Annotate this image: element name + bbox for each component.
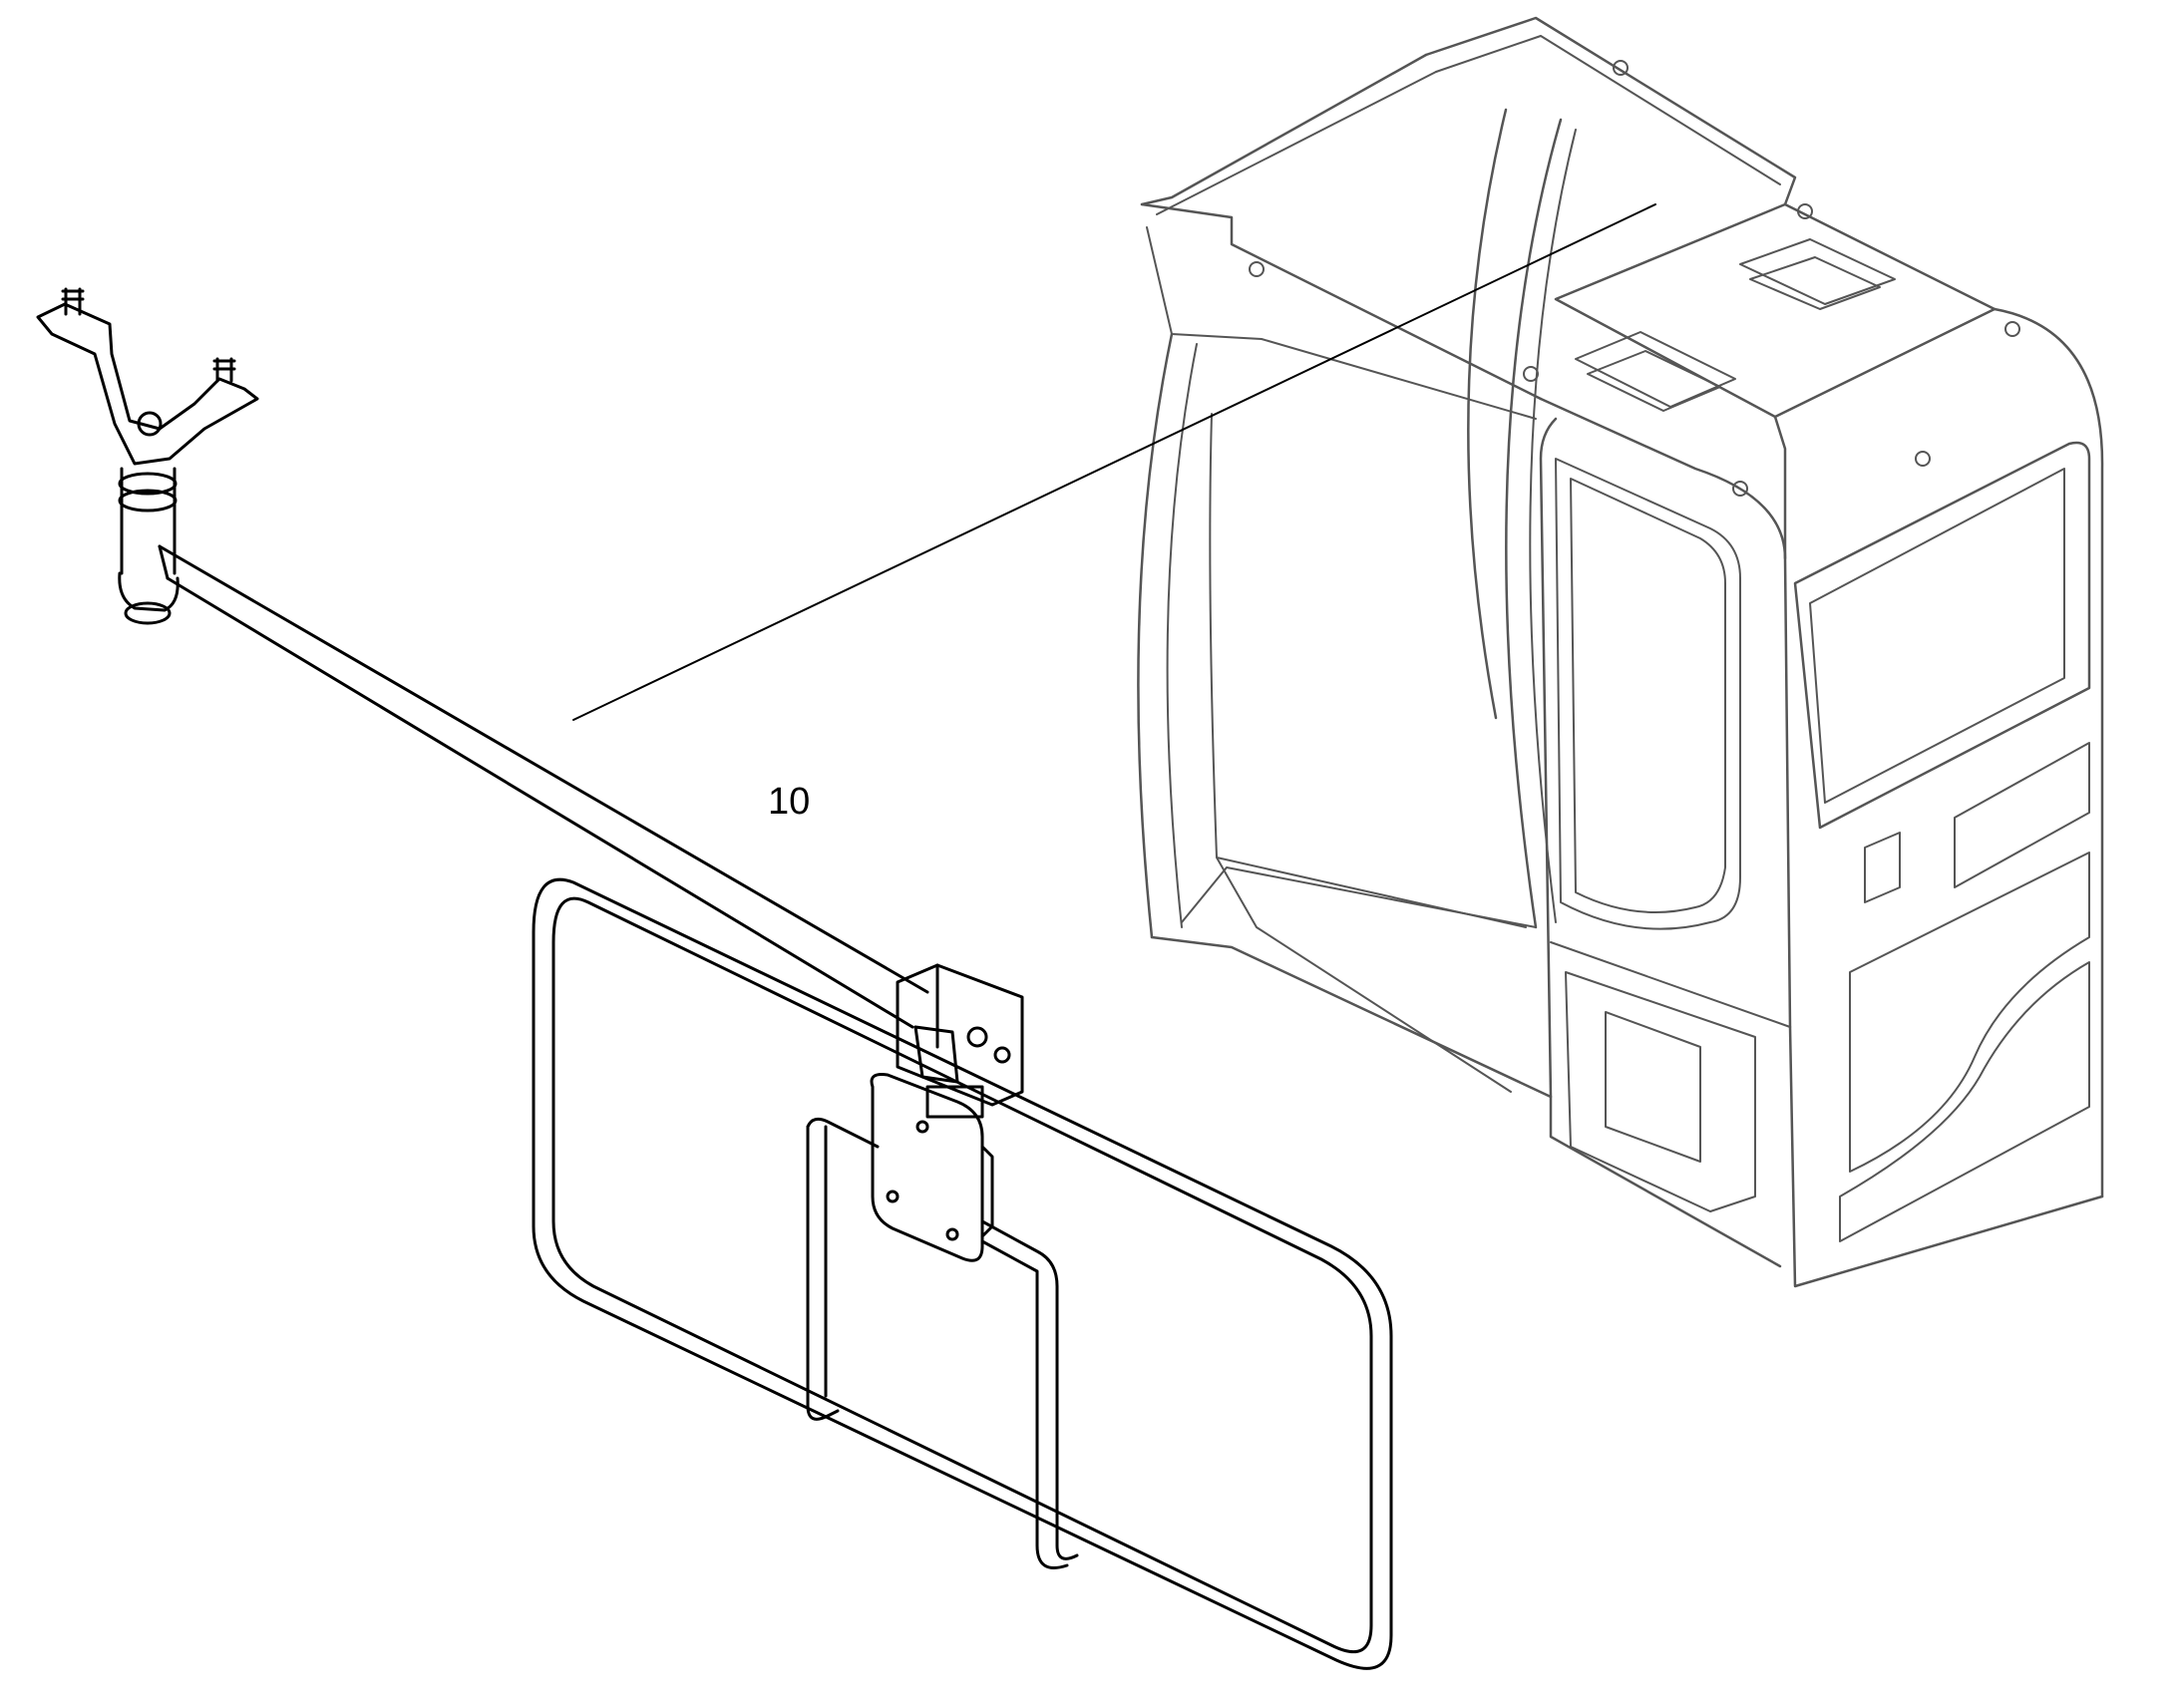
- operator-cab: [1137, 16, 2104, 1288]
- leader-line: [572, 203, 1656, 721]
- part-number-label: 10: [768, 781, 811, 823]
- sun-visor-assembly: [36, 287, 1393, 1670]
